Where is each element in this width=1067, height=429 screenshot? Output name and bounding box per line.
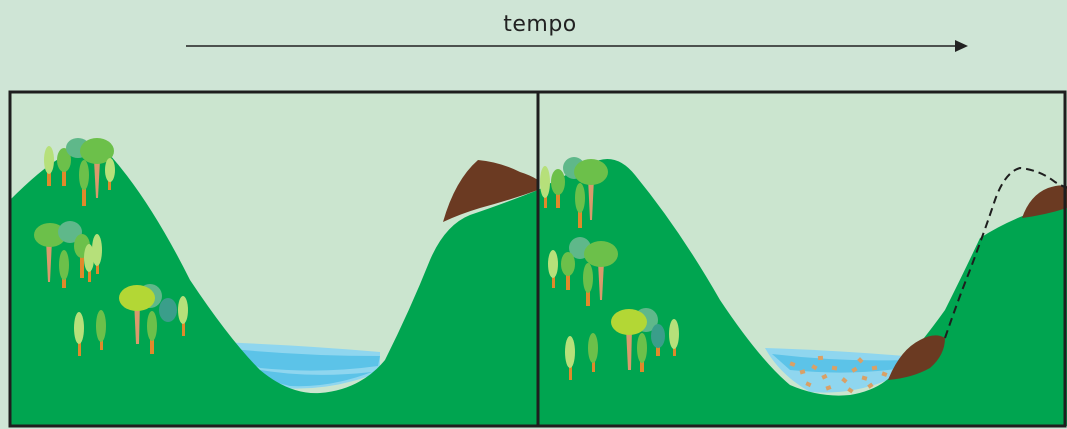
tree-icon (84, 244, 94, 282)
tree-cluster-low-before (74, 284, 188, 356)
tree-icon (540, 166, 550, 208)
tree-icon (548, 250, 558, 288)
water-icon (765, 348, 905, 393)
tree-icon (80, 138, 114, 198)
tree-icon (651, 324, 665, 356)
tree-icon (178, 296, 188, 336)
tree-icon (74, 312, 84, 356)
lake-after-wave (772, 354, 905, 373)
rock-icon (888, 335, 945, 380)
tree-cluster-top-before (44, 138, 115, 206)
original-profile-line (944, 166, 1067, 339)
tree-icon (44, 146, 54, 186)
tree-icon (561, 252, 575, 290)
tree-icon (92, 234, 102, 274)
tree-icon (96, 310, 106, 350)
tree-icon (588, 333, 598, 372)
arrow-icon (955, 40, 968, 52)
tree-icon (611, 309, 647, 370)
tree-icon (119, 285, 155, 344)
panel-before (8, 90, 540, 428)
tree-icon (57, 148, 71, 186)
tree-icon (637, 333, 647, 372)
tree-icon (79, 160, 89, 206)
rock-icon (1022, 185, 1067, 218)
tree-cluster-mid-after (548, 237, 618, 306)
tree-icon (105, 158, 115, 190)
tree-cluster-top-after (540, 157, 608, 228)
tree-icon (147, 311, 157, 354)
tree-icon (58, 221, 82, 243)
tree-icon (584, 241, 618, 300)
hill-before (10, 148, 538, 426)
tree-icon (565, 336, 575, 380)
tree-icon (59, 250, 69, 288)
tree-icon (575, 183, 585, 228)
time-label: tempo (503, 12, 577, 37)
tree-icon (159, 298, 177, 322)
tree-icon (574, 159, 608, 220)
tree-icon (669, 319, 679, 356)
tree-icon (551, 169, 565, 208)
tree-cluster-mid-before (34, 221, 102, 288)
panel-after (536, 90, 1067, 428)
panel-after-frame (536, 90, 1067, 428)
lake-before-wave-1 (222, 348, 380, 371)
rock-icon (443, 160, 538, 222)
debris-deposit (789, 355, 888, 394)
tree-icon (583, 263, 593, 306)
tree-icon (34, 223, 66, 282)
tree-cluster-low-after (565, 308, 679, 380)
time-arrow (186, 40, 968, 52)
